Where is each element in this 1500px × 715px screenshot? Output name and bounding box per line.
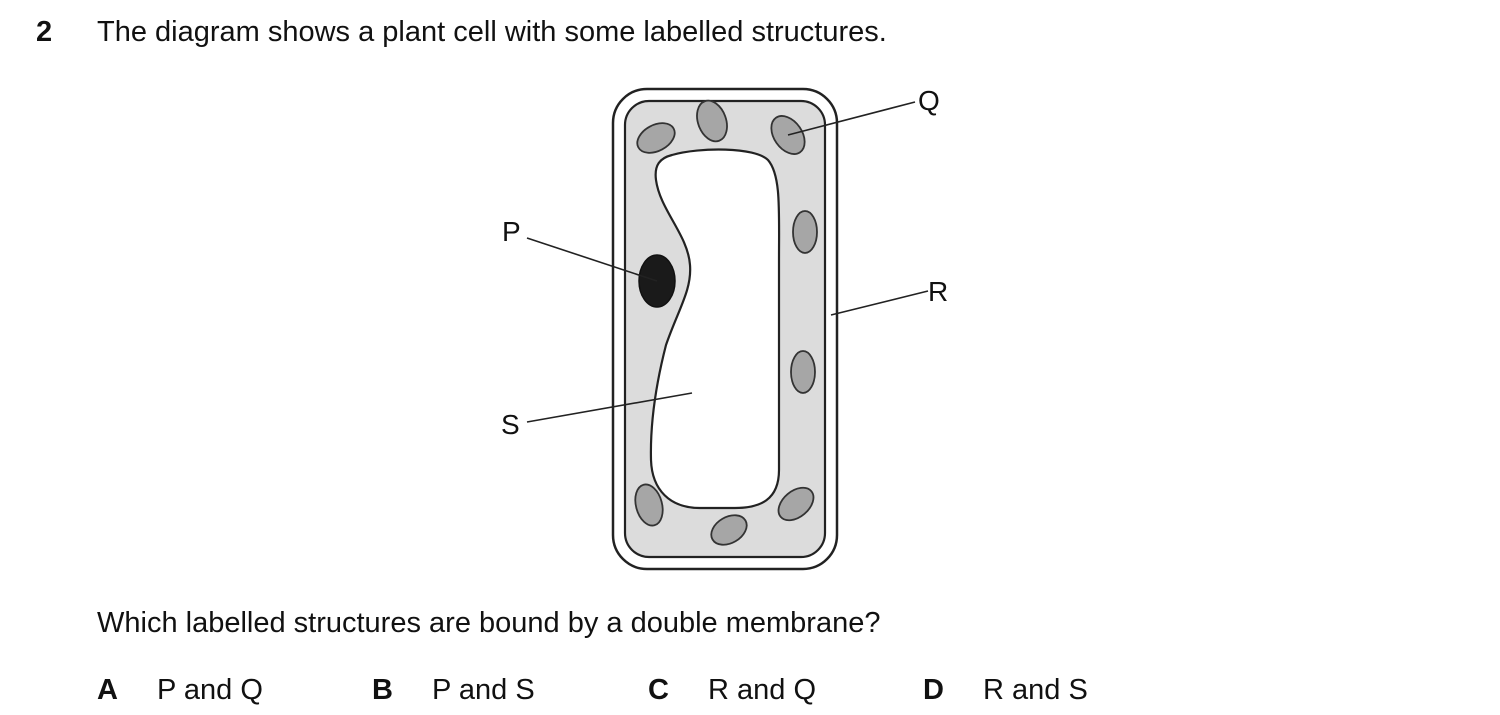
question-stem: The diagram shows a plant cell with some… [97,16,887,48]
label-r: R [928,276,948,307]
option-a[interactable]: A P and Q [97,672,263,708]
chloroplasts [634,99,818,546]
chloroplast [636,122,676,154]
option-letter: A [97,674,118,706]
leader-line-s [526,392,693,423]
option-c[interactable]: C R and Q [648,672,816,708]
chloroplast [777,486,815,522]
chloroplast [696,99,728,143]
leader-line-r [830,290,929,316]
option-text: P and Q [157,674,263,706]
option-text: P and S [432,674,535,706]
option-d[interactable]: D R and S [923,672,1088,708]
label-p: P [502,216,521,247]
leader-line-q [787,101,916,136]
option-b[interactable]: B P and S [372,672,535,708]
option-letter: D [923,674,944,706]
option-text: R and Q [708,674,816,706]
option-text: R and S [983,674,1088,706]
chloroplast [634,483,664,527]
option-letter: C [648,674,669,706]
label-q: Q [918,85,940,116]
chloroplast [710,514,748,546]
chloroplast [792,210,818,254]
question-number: 2 [36,16,53,48]
vacuole [649,148,781,510]
label-s: S [501,409,520,440]
option-letter: B [372,674,393,706]
question-prompt: Which labelled structures are bound by a… [97,607,881,639]
chloroplast [790,350,816,394]
leader-line-p [526,237,658,282]
